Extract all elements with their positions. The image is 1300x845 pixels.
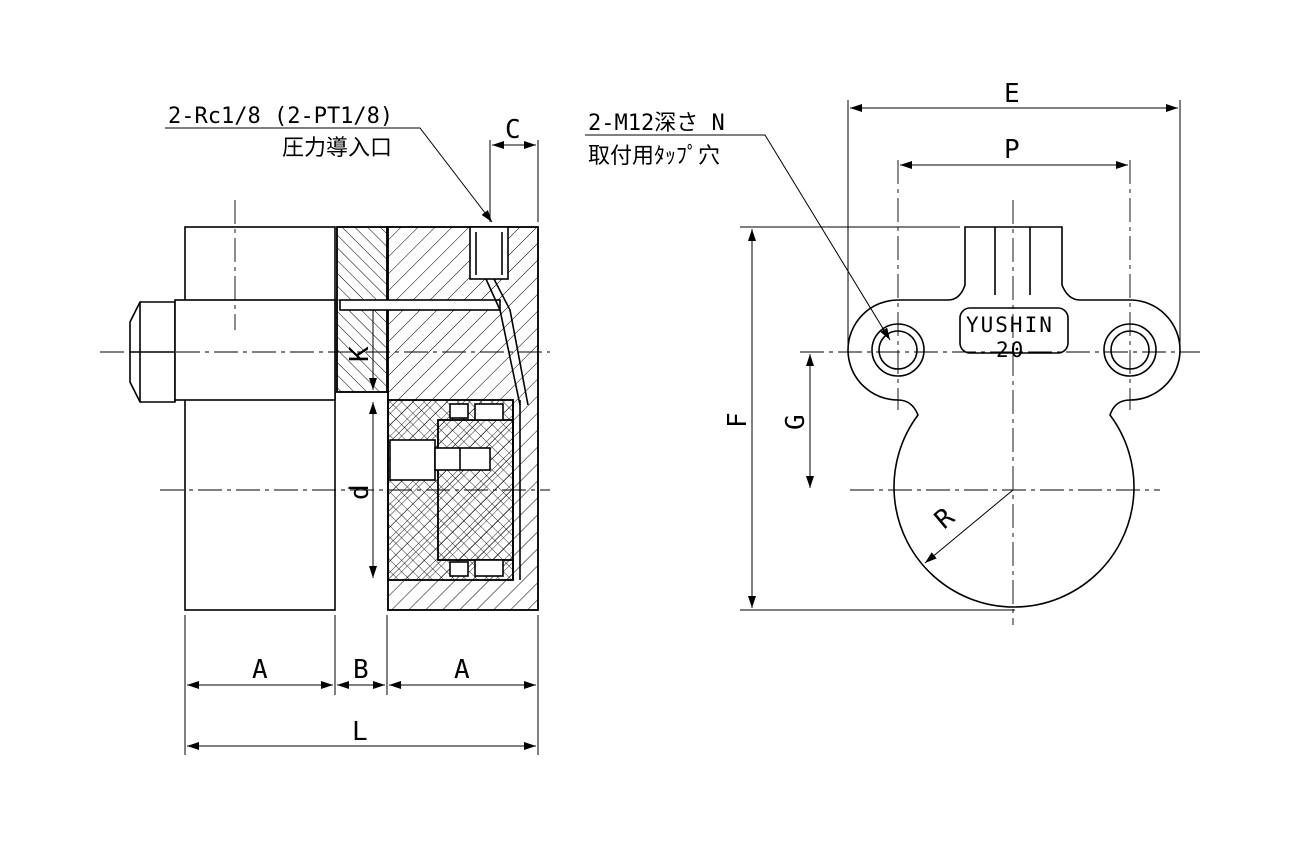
dim-label-b: B — [353, 655, 369, 685]
dim-label-p: P — [1004, 135, 1020, 165]
left-centerlines — [100, 200, 550, 491]
dim-label-d: d — [345, 484, 375, 500]
dim-label-l: L — [352, 717, 368, 747]
pressure-port-spec: 2-Rc1/8 (2-PT1/8) — [168, 104, 393, 129]
dim-label-f: F — [723, 412, 753, 428]
nameplate-size: 20 — [996, 338, 1025, 362]
mount-tap-spec: 2-M12深さ N — [588, 111, 725, 136]
right-centerlines — [800, 160, 1200, 625]
pressure-port-name: 圧力導入口 — [282, 136, 392, 161]
side-section-view — [129, 226, 539, 611]
dim-label-c: C — [505, 115, 521, 145]
dim-label-k: K — [345, 346, 375, 362]
nameplate-brand: YUSHIN — [966, 313, 1054, 337]
dim-label-g: G — [781, 414, 811, 430]
dim-label-a-left: A — [252, 655, 268, 685]
right-dimensions — [585, 100, 1181, 611]
left-dimensions — [165, 127, 539, 755]
mount-tap-name: 取付用ﾀｯﾌﾟ穴 — [588, 144, 720, 169]
dim-label-a-right: A — [454, 655, 470, 685]
dim-label-e: E — [1004, 79, 1020, 109]
